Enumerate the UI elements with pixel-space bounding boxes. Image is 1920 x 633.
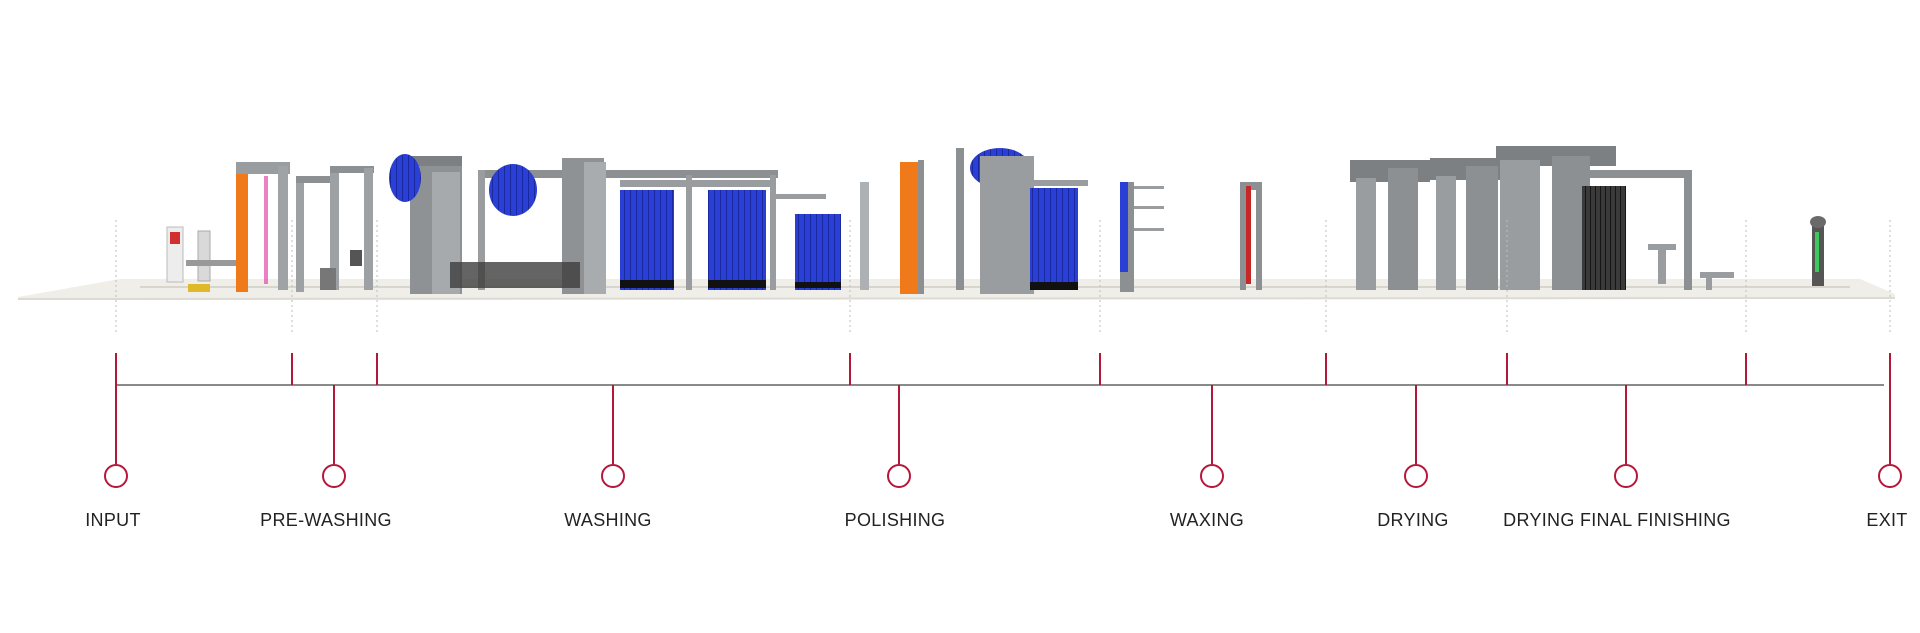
stage-label-pre-washing: PRE-WASHING: [260, 510, 392, 530]
stage-label-washing: WASHING: [564, 510, 652, 530]
stage-marker-input: [104, 385, 128, 488]
stage-label-exit: EXIT: [1866, 510, 1908, 530]
stage-label-drying-final: DRYING FINAL FINISHING: [1503, 510, 1731, 530]
machinery-illustration: [166, 146, 1826, 294]
stage-marker-exit: [1878, 385, 1902, 488]
stage-separators: [115, 220, 1891, 335]
stage-marker-drying: [1404, 385, 1428, 488]
stage-label-polishing: POLISHING: [844, 510, 946, 530]
stage-marker-pre-washing: [322, 385, 346, 488]
stage-label-drying: DRYING: [1377, 510, 1449, 530]
stage-marker-washing: [601, 385, 625, 488]
stage-marker-drying-final: [1614, 385, 1638, 488]
stage-marker-waxing: [1200, 385, 1224, 488]
stage-marker-polishing: [887, 385, 911, 488]
stage-label-waxing: WAXING: [1169, 510, 1245, 530]
timeline: [104, 353, 1902, 488]
stage-label-input: INPUT: [85, 510, 141, 530]
